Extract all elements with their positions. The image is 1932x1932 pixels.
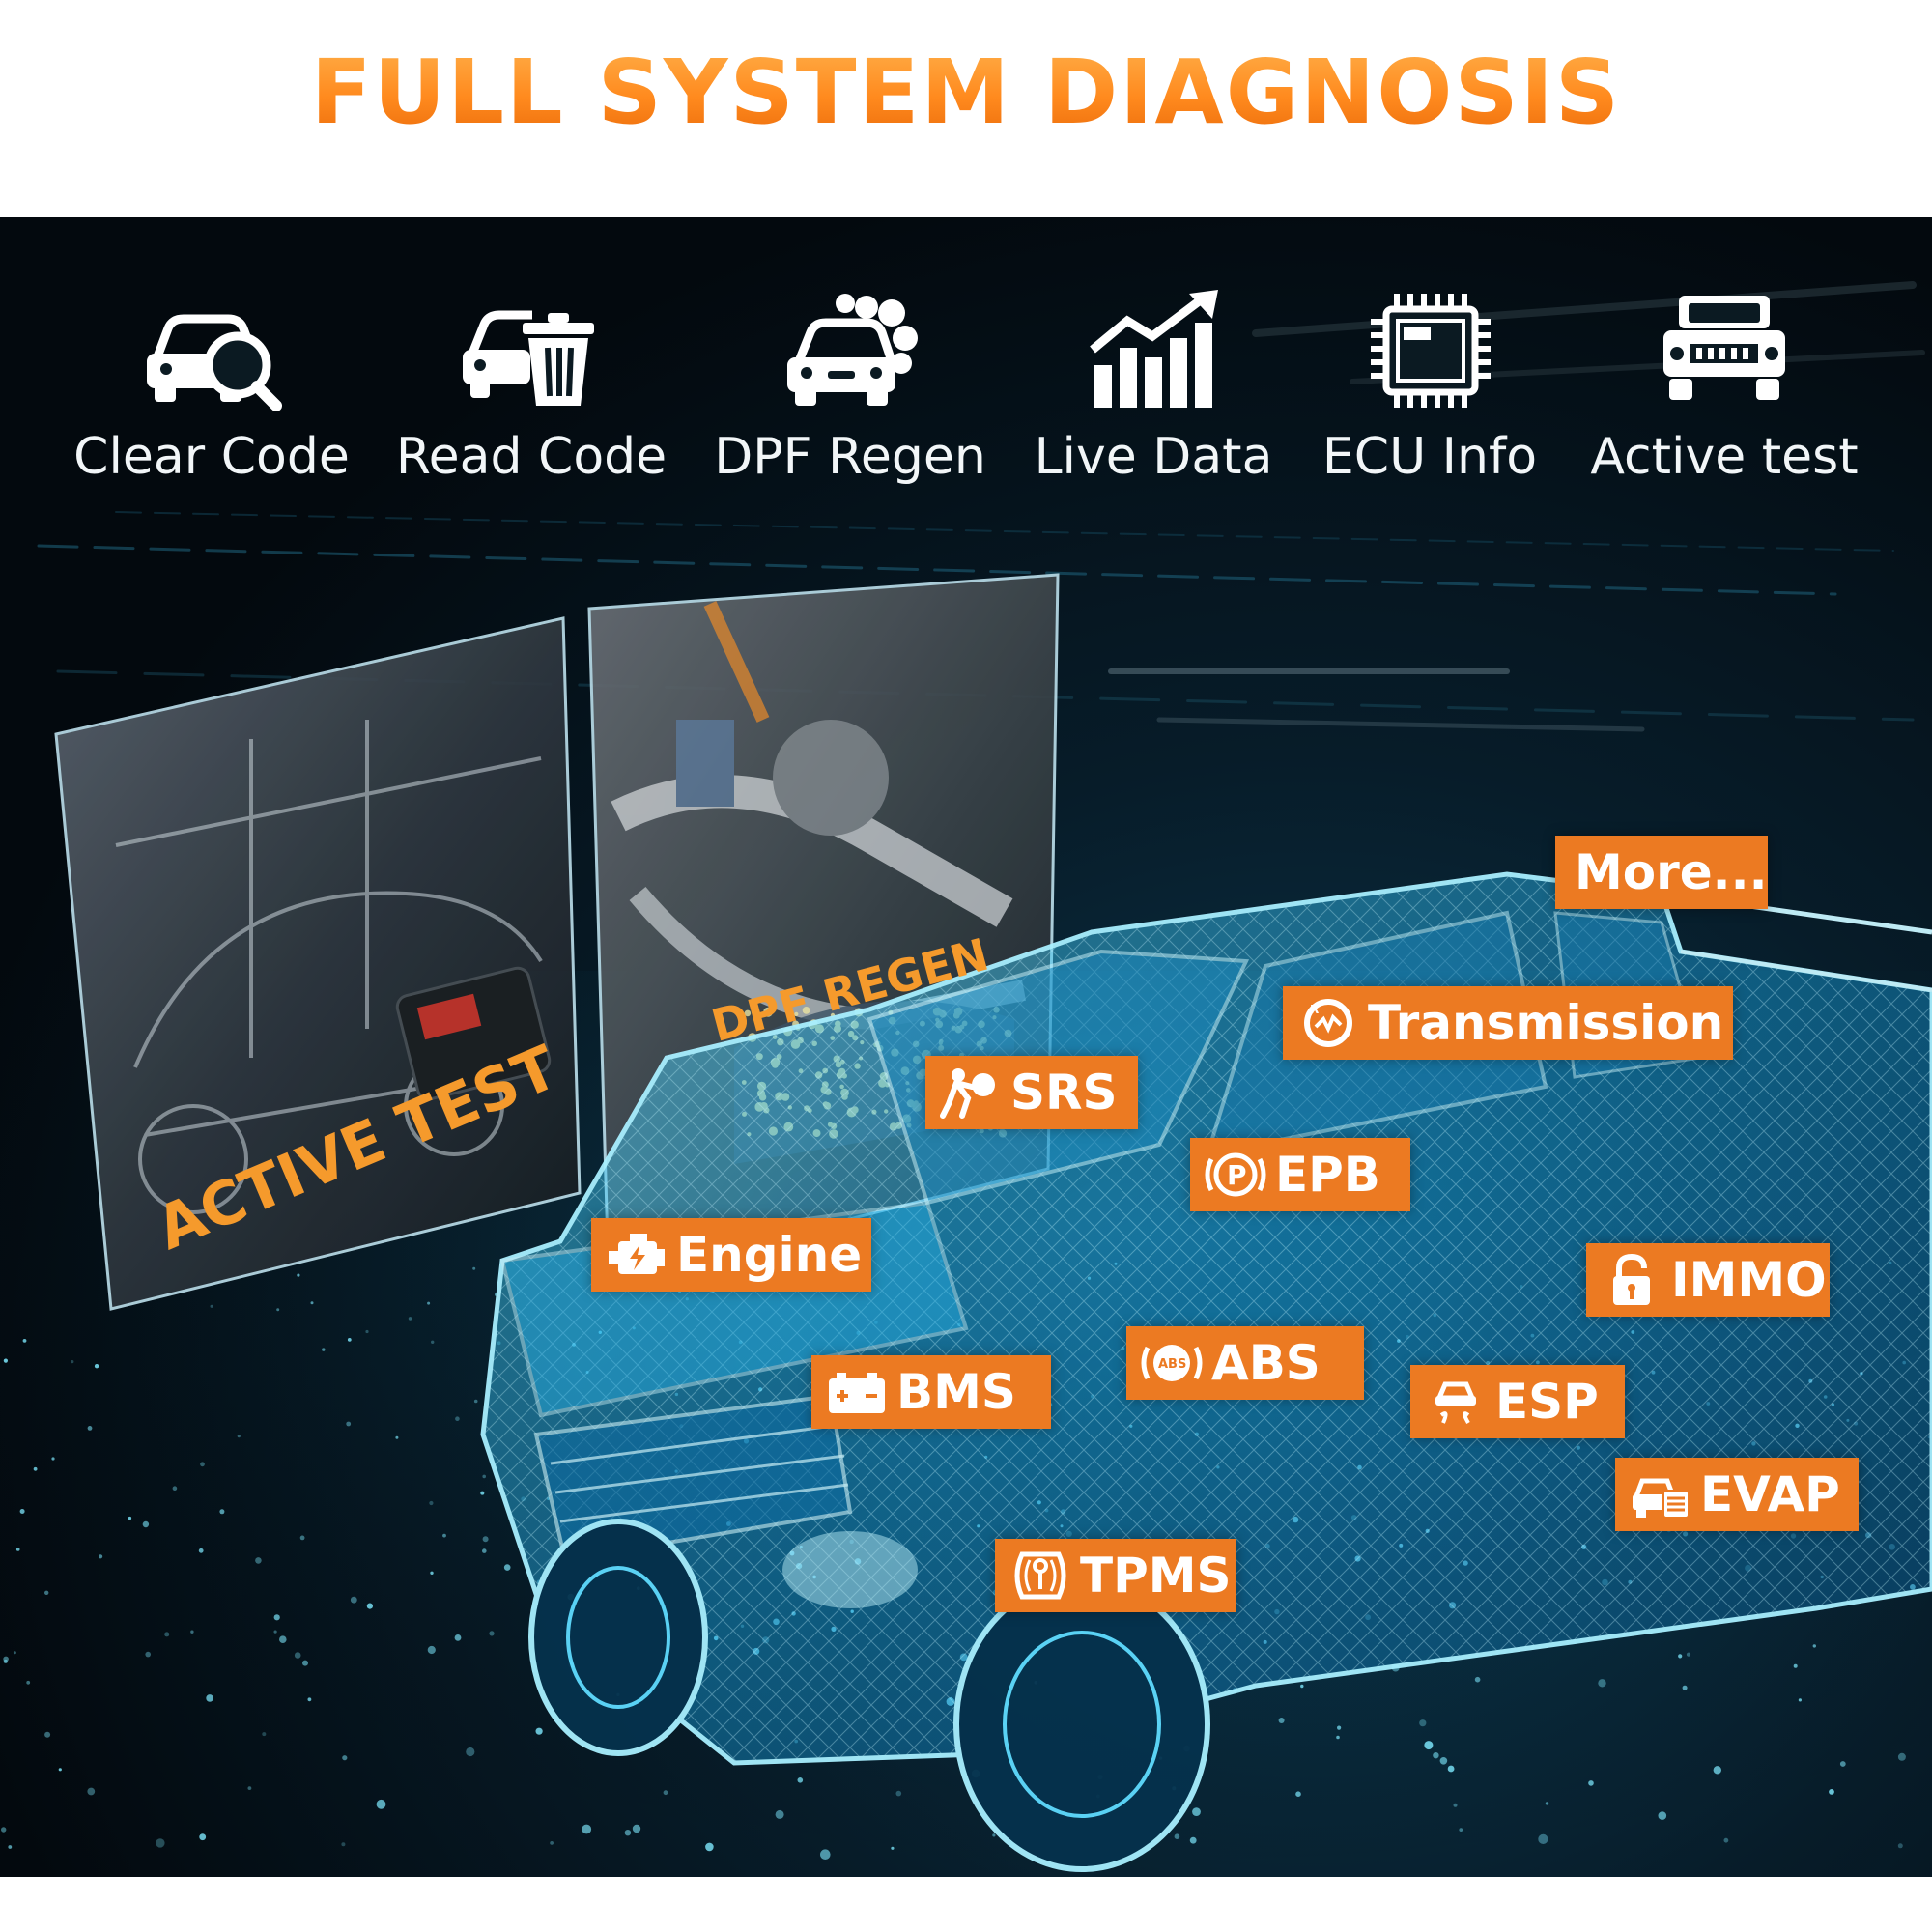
feature-ecu-info: ECU Info — [1285, 290, 1575, 531]
system-badge-tpms: TPMS — [995, 1539, 1236, 1612]
feature-label: Read Code — [395, 428, 668, 486]
system-badge-esp: ESP — [1410, 1365, 1625, 1438]
system-badge-more: More... — [1555, 836, 1768, 909]
feature-label: ECU Info — [1321, 428, 1538, 486]
system-badge-transmission: R Transmission — [1283, 986, 1733, 1060]
badge-label: EPB — [1275, 1147, 1380, 1203]
feature-label: DPF Regen — [714, 428, 986, 486]
svg-text:R: R — [1310, 1003, 1319, 1016]
system-badge-bms: BMS — [811, 1355, 1051, 1429]
scene-background-art — [0, 281, 1932, 1877]
svg-text:ABS: ABS — [1158, 1357, 1186, 1372]
diagnosis-scene: Clear Code Read Code — [0, 217, 1932, 1877]
badge-label: Engine — [676, 1227, 863, 1283]
feature-label: Clear Code — [73, 428, 350, 486]
badge-label: BMS — [896, 1364, 1016, 1420]
active-test-panel — [54, 616, 582, 1311]
svg-text:P: P — [1227, 1159, 1247, 1191]
title-band: FULL SYSTEM DIAGNOSIS — [0, 0, 1932, 217]
engine-icon — [609, 1234, 665, 1274]
tire-pressure-icon — [1014, 1551, 1066, 1600]
evap-fuel-icon — [1633, 1478, 1690, 1519]
badge-label: ESP — [1495, 1374, 1599, 1430]
padlock-icon — [1613, 1253, 1650, 1305]
car-trash-icon — [463, 310, 594, 406]
ecu-chip-icon — [1371, 294, 1491, 408]
system-badge-epb: P EPB — [1190, 1138, 1410, 1211]
battery-icon — [829, 1373, 885, 1413]
feature-label: Live Data — [1034, 428, 1273, 486]
car-search-icon — [147, 314, 282, 411]
badge-label: ABS — [1211, 1335, 1321, 1391]
feature-live-data: Live Data — [1009, 290, 1298, 531]
system-badge-srs: SRS — [925, 1056, 1138, 1129]
feature-label: Active test — [1590, 428, 1859, 486]
gearbox-icon: R — [1304, 999, 1352, 1047]
feature-read-code: Read Code — [386, 290, 676, 531]
badge-label: TPMS — [1080, 1548, 1232, 1604]
car-exhaust-icon — [787, 294, 918, 406]
airbag-icon — [940, 1068, 995, 1119]
truck-front-icon — [1663, 296, 1785, 400]
badge-label: SRS — [1010, 1065, 1118, 1121]
system-badge-evap: EVAP — [1615, 1458, 1859, 1531]
rising-chart-icon — [1090, 290, 1218, 408]
bottom-strip — [0, 1877, 1932, 1932]
badge-label: More... — [1575, 844, 1768, 900]
abs-brake-icon: ABS — [1141, 1345, 1203, 1381]
page-title: FULL SYSTEM DIAGNOSIS — [0, 41, 1932, 144]
feature-active-test: Active test — [1579, 290, 1869, 531]
stability-control-icon — [1435, 1381, 1476, 1424]
system-badge-immo: IMMO — [1586, 1243, 1830, 1317]
system-badge-engine: Engine — [591, 1218, 871, 1292]
feature-dpf-regen: DPF Regen — [705, 290, 995, 531]
system-badge-abs: ABS ABS — [1126, 1326, 1364, 1400]
badge-label: IMMO — [1671, 1252, 1827, 1308]
badge-label: EVAP — [1700, 1466, 1840, 1522]
feature-clear-code: Clear Code — [67, 290, 356, 531]
parking-brake-icon: P — [1205, 1152, 1266, 1197]
badge-label: Transmission — [1368, 995, 1724, 1051]
